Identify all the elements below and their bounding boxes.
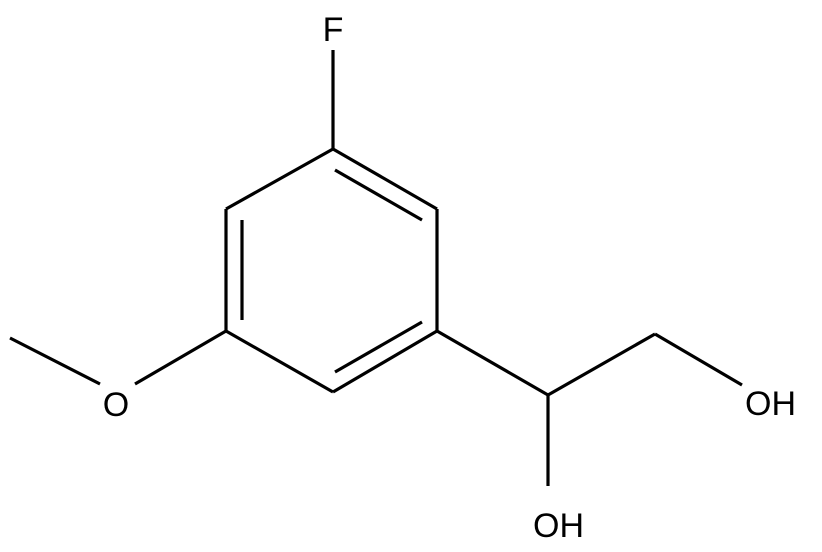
bond-ring-chc	[436, 329, 549, 397]
bond-ch2-oh	[654, 332, 743, 387]
ring-bond-c3-c4	[332, 329, 438, 394]
bond-ring-o-methoxy	[134, 329, 227, 386]
benzylic-hydroxyl-label: OH	[533, 507, 584, 545]
bond-chc-ch2	[547, 332, 656, 397]
ring-bond-c4-c5	[225, 329, 334, 394]
ring-bond-c6-c1	[225, 147, 334, 211]
ring-double-bond-inner-1	[334, 168, 423, 222]
fluorine-atom-label: F	[323, 11, 344, 49]
ring-bond-c1-c2	[332, 147, 438, 211]
ring-double-bond-inner-2	[334, 320, 423, 374]
terminal-hydroxyl-label: OH	[745, 385, 796, 423]
bond-o-methyl	[9, 336, 101, 386]
methoxy-oxygen-atom-label: O	[103, 386, 129, 424]
